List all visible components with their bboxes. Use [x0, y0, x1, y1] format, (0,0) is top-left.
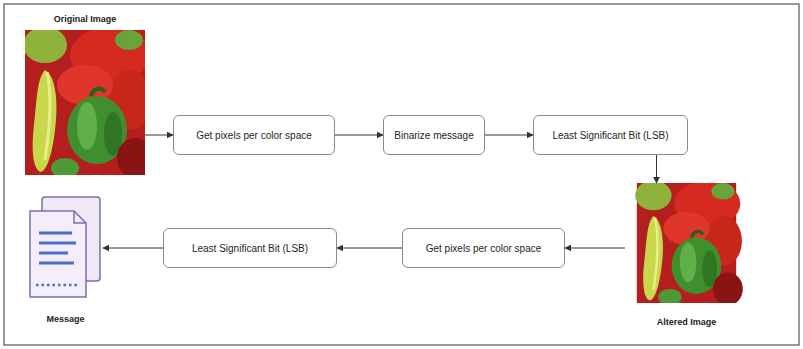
- flow-arrow: [485, 135, 533, 136]
- image-node: Altered Image: [625, 183, 748, 303]
- process-box: Least Significant Bit (LSB): [163, 228, 337, 268]
- process-box: Least Significant Bit (LSB): [533, 115, 688, 155]
- image-caption: Original Image: [54, 14, 117, 24]
- process-box: Get pixels per color space: [173, 115, 335, 155]
- process-box: Binarize message: [383, 115, 485, 155]
- flow-arrow: [103, 248, 163, 249]
- flow-arrow: [337, 248, 402, 249]
- image-caption: Altered Image: [657, 317, 717, 327]
- document-node: Message: [28, 195, 103, 300]
- image-node: Original Image: [25, 30, 145, 175]
- document-icon: [30, 197, 100, 297]
- altered-image-picture: [635, 181, 743, 306]
- original-image-picture: [23, 27, 153, 178]
- box-label: Get pixels per color space: [188, 130, 320, 141]
- outer-frame: [4, 4, 799, 345]
- flow-arrow: [145, 135, 173, 136]
- box-label: Least Significant Bit (LSB): [544, 130, 676, 141]
- flow-arrow: [565, 248, 625, 249]
- box-label: Least Significant Bit (LSB): [184, 243, 316, 254]
- box-label: Binarize message: [386, 130, 481, 141]
- box-label: Get pixels per color space: [418, 243, 550, 254]
- image-caption: Message: [46, 314, 84, 324]
- flow-arrow: [335, 135, 383, 136]
- flow-arrow: [656, 155, 657, 183]
- process-box: Get pixels per color space: [402, 228, 565, 268]
